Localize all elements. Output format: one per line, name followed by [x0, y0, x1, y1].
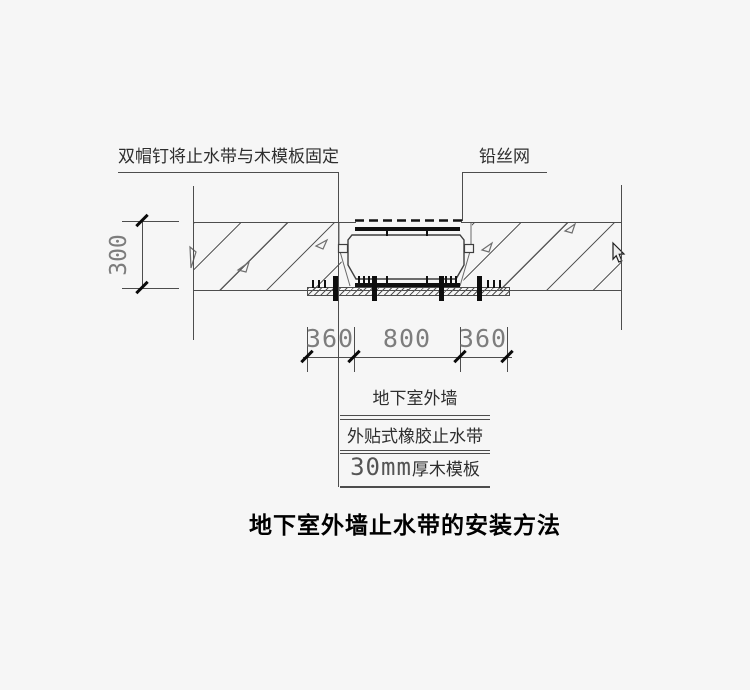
nail-tick — [499, 280, 501, 288]
dim-360-right: 360 — [458, 324, 508, 353]
dim-800: 800 — [382, 324, 432, 353]
legend-bottom-rule — [340, 486, 490, 488]
dim-wall-thickness: 300 — [106, 234, 132, 276]
legend-wood-formwork: 30mm厚木模板 — [340, 453, 490, 481]
nail-tick — [363, 276, 365, 284]
nail-tick — [386, 276, 388, 284]
leader-line-top-left — [118, 172, 338, 173]
legend-divider — [340, 453, 490, 454]
legend-basement-wall: 地下室外墙 — [372, 389, 458, 409]
dim300-extension-top — [122, 221, 179, 222]
leader-line-nail-and-legend-edge — [338, 172, 339, 487]
leader-line-mesh — [462, 172, 463, 221]
callout-wire-mesh: 铅丝网 — [479, 147, 530, 167]
double-cap-nail — [439, 276, 444, 301]
nail-tick — [493, 280, 495, 288]
leader-line-top-right — [462, 172, 547, 173]
dim300-dimension-line — [142, 221, 143, 289]
legend-rubber-waterstop: 外贴式橡胶止水带 — [347, 427, 483, 447]
nail-tick — [487, 280, 489, 288]
legend-formwork-label: 厚木模板 — [411, 460, 480, 480]
nail-tick — [455, 276, 457, 284]
nail-tick — [426, 276, 428, 284]
nail-tick — [318, 280, 320, 288]
nail-tick — [450, 276, 452, 284]
nail-tick — [386, 231, 388, 236]
legend-divider — [340, 415, 490, 416]
dim-extension-line — [307, 327, 308, 372]
legend-divider — [340, 450, 490, 451]
dim-360-left: 360 — [305, 324, 355, 353]
nail-tick — [368, 276, 370, 284]
nail-tick — [324, 280, 326, 288]
waterstop-top-bar — [355, 227, 460, 231]
nail-tick — [445, 276, 447, 284]
dim-extension-line — [507, 327, 508, 372]
dim-extension-line — [460, 327, 461, 372]
dim300-extension-bottom — [122, 288, 179, 289]
wall-left-edge-line — [193, 186, 194, 340]
drawing-title: 地下室外墙止水带的安装方法 — [249, 513, 561, 539]
legend-divider — [340, 419, 490, 420]
nail-tick — [426, 231, 428, 236]
double-cap-nail — [477, 276, 482, 301]
dim-extension-line — [354, 327, 355, 372]
wood-formwork-strip — [307, 287, 510, 296]
double-cap-nail — [372, 276, 377, 301]
nail-tick — [312, 280, 314, 288]
nail-tick — [358, 276, 360, 284]
wall-right-edge-line — [621, 185, 622, 330]
double-cap-nail — [333, 276, 338, 301]
dim-dimension-line — [303, 357, 512, 358]
legend-formwork-thickness: 30mm — [350, 453, 412, 481]
callout-double-cap-nail: 双帽钉将止水带与木模板固定 — [118, 147, 339, 167]
